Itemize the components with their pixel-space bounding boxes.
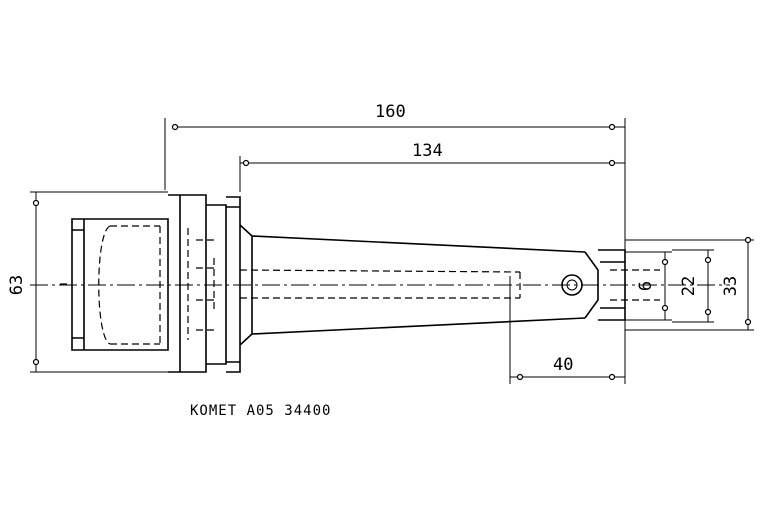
dimension-63: 63 (7, 191, 168, 373)
dim-160-label: 160 (375, 102, 406, 122)
dimension-134: 134 (239, 141, 625, 192)
dimension-33: 33 (625, 236, 754, 331)
dim-6-label: 6 (636, 281, 656, 291)
tool-holder-body (71, 194, 626, 373)
dim-33-label: 33 (721, 276, 741, 296)
cross-hole (561, 274, 583, 296)
dim-22-label: 22 (679, 276, 699, 296)
dimension-22: 22 (672, 249, 714, 323)
hidden-features (60, 225, 660, 345)
dim-63-label: 63 (7, 275, 27, 295)
dimension-6: 6 (625, 251, 672, 321)
dimension-160: 160 (164, 102, 626, 250)
dimension-40: 40 (509, 276, 626, 384)
dim-134-label: 134 (412, 141, 443, 161)
dim-40-label: 40 (553, 355, 573, 375)
cross-hole-inner (566, 279, 578, 291)
part-number-caption: KOMET A05 34400 (190, 403, 331, 419)
